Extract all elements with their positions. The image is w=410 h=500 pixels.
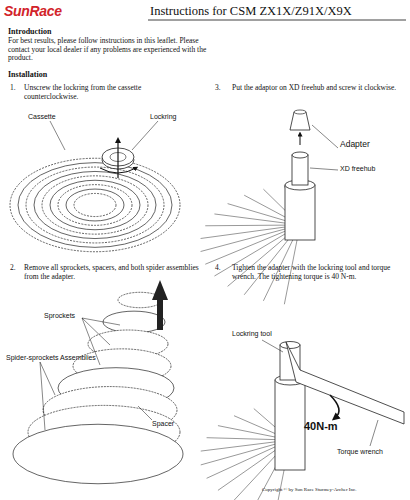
label-text: Adapter xyxy=(340,140,400,150)
drawing-stroke xyxy=(50,180,140,230)
label-text: Installation xyxy=(8,70,128,79)
label-text: Sprockets xyxy=(44,312,104,320)
label-text: 40N-m xyxy=(304,420,354,433)
label-text: Lockring xyxy=(150,113,210,121)
label-text: Tighten the adapter with the lockring to… xyxy=(232,264,404,281)
label-text: For best results, please follow instruct… xyxy=(8,37,213,63)
label-text: Introduction xyxy=(8,27,128,36)
label-text: Cassette xyxy=(28,113,88,121)
label-text: Spacer xyxy=(152,420,202,428)
drawing-stroke xyxy=(13,424,183,484)
label-text: Unscrew the lockring from the cassette c… xyxy=(24,84,194,101)
drawing-stroke xyxy=(74,193,116,216)
drawing-stroke xyxy=(42,176,148,234)
label-text: Torque wrench xyxy=(337,448,407,456)
drawing-stroke xyxy=(18,163,172,248)
drawing-stroke xyxy=(103,311,165,333)
label-text: Lockring tool xyxy=(232,330,292,338)
label-text: Remove all sprockets, spacers, and both … xyxy=(24,264,204,281)
drawing-stroke xyxy=(58,185,132,226)
page-title: Instructions for CSM ZX1X/Z91X/X9X xyxy=(150,4,405,18)
label-text: 2. xyxy=(10,264,22,273)
drawing-stroke xyxy=(10,158,180,252)
label-text: 3. xyxy=(215,84,229,93)
label-text: Put the adaptor on XD freehub and screw … xyxy=(232,84,404,93)
label-text: 4. xyxy=(215,264,229,273)
label-text: Spider-sprockets Assemblies xyxy=(6,354,116,362)
drawing-stroke xyxy=(26,167,164,243)
label-text: 1. xyxy=(10,84,22,93)
drawing-stroke xyxy=(34,171,156,238)
drawing-stroke xyxy=(66,189,124,221)
label-text: XD freehub xyxy=(340,165,406,173)
brand-logo: SunRace xyxy=(4,3,84,19)
label-text: Copyright © by Sun Race Sturmey-Archer I… xyxy=(262,487,407,493)
